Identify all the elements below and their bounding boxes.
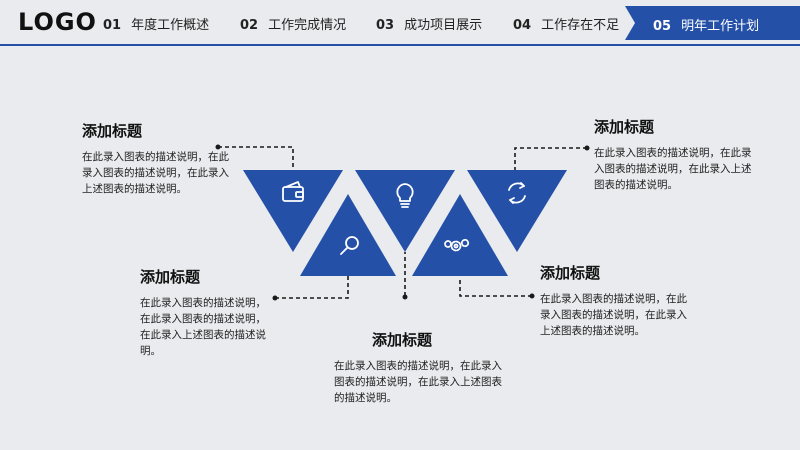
block-description: 在此录入图表的描述说明，在此录入图表的描述说明，在此录入上述图表的描述说明。 xyxy=(140,297,266,357)
block-title: 添加标题 xyxy=(372,331,433,349)
nav-tab-02[interactable]: 02 工作完成情况 xyxy=(240,14,346,33)
block-description: 在此录入图表的描述说明，在此录入图表的描述说明，在此录入上述图表的描述说明。 xyxy=(334,360,502,404)
block-description: 在此录入图表的描述说明，在此录入图表的描述说明，在此录入上述图表的描述说明。 xyxy=(594,147,752,191)
info-block-1: 添加标题 在此录入图表的描述说明，在此录入图表的描述说明，在此录入上述图表的描述… xyxy=(82,120,232,197)
nav-label: 年度工作概述 xyxy=(131,18,210,33)
info-block-4: 添加标题 在此录入图表的描述说明，在此录入图表的描述说明，在此录入上述图表的描述… xyxy=(594,116,754,193)
nav-number: 01 xyxy=(103,18,122,33)
triangle-up-2 xyxy=(412,194,508,276)
nav-tab-01[interactable]: 01 年度工作概述 xyxy=(103,14,209,33)
wallet-icon xyxy=(282,181,304,202)
gears-icon xyxy=(444,238,470,252)
refresh-icon xyxy=(508,182,526,204)
connector-line-5 xyxy=(459,278,532,297)
block-description: 在此录入图表的描述说明，在此录入图表的描述说明，在此录入上述图表的描述说明。 xyxy=(540,293,687,337)
block-title: 添加标题 xyxy=(82,122,143,140)
info-block-3: 添加标题 在此录入图表的描述说明，在此录入图表的描述说明，在此录入上述图表的描述… xyxy=(334,329,504,406)
block-title: 添加标题 xyxy=(594,118,655,136)
top-navigation: LOGO 01 年度工作概述 02 工作完成情况 03 成功项目展示 04 工作存在不足… xyxy=(0,0,800,46)
block-title: 添加标题 xyxy=(540,264,601,282)
block-description: 在此录入图表的描述说明，在此录入图表的描述说明，在此录入上述图表的描述说明。 xyxy=(82,151,229,195)
nav-number: 05 xyxy=(653,19,672,34)
connector-dot-1 xyxy=(215,144,221,150)
connector-dot-2 xyxy=(272,295,278,301)
nav-label: 成功项目展示 xyxy=(404,18,483,33)
connector-dot-3 xyxy=(402,294,408,300)
triangle-down-1 xyxy=(243,170,343,252)
triangle-up-1 xyxy=(300,194,396,276)
search-icon xyxy=(340,236,359,255)
connector-dot-4 xyxy=(584,145,590,151)
nav-number: 03 xyxy=(376,18,395,33)
nav-label: 工作完成情况 xyxy=(268,18,347,33)
nav-label: 明年工作计划 xyxy=(681,19,760,34)
connector-line-2 xyxy=(275,276,349,299)
triangle-down-2 xyxy=(355,170,455,252)
nav-number: 02 xyxy=(240,18,259,33)
info-block-5: 添加标题 在此录入图表的描述说明，在此录入图表的描述说明，在此录入上述图表的描述… xyxy=(540,262,690,339)
nav-tab-04[interactable]: 04 工作存在不足 xyxy=(513,14,619,33)
lightbulb-icon xyxy=(396,183,414,208)
block-title: 添加标题 xyxy=(140,268,201,286)
connector-line-4 xyxy=(514,147,587,170)
header-divider xyxy=(0,44,800,46)
nav-tab-05-active[interactable]: 05 明年工作计划 xyxy=(625,6,800,40)
nav-number: 04 xyxy=(513,18,532,33)
triangle-down-3 xyxy=(467,170,567,252)
nav-label: 工作存在不足 xyxy=(541,18,620,33)
connector-line-1 xyxy=(218,146,294,170)
connector-dot-5 xyxy=(529,293,535,299)
logo: LOGO xyxy=(18,8,97,36)
nav-tab-03[interactable]: 03 成功项目展示 xyxy=(376,14,482,33)
info-block-2: 添加标题 在此录入图表的描述说明，在此录入图表的描述说明，在此录入上述图表的描述… xyxy=(140,266,275,359)
